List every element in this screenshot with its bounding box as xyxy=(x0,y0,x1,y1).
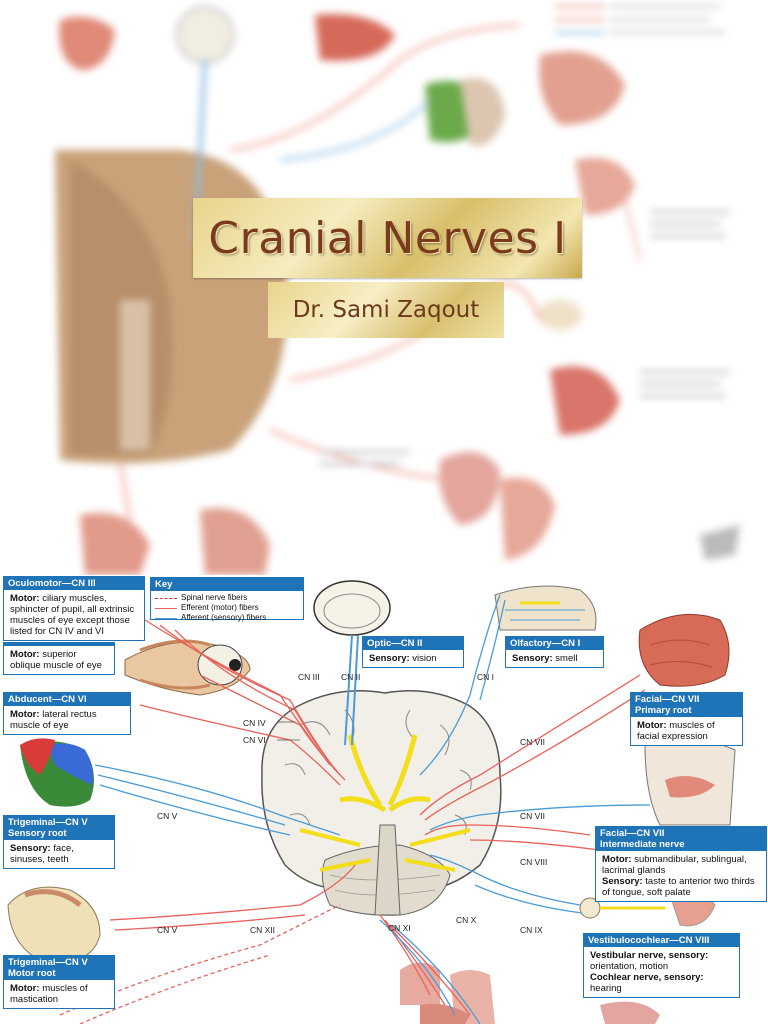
tag-cn-x: CN X xyxy=(456,915,477,925)
facial-primary-subtitle: Primary root xyxy=(635,705,692,716)
abducent-title: Abducent—CN VI xyxy=(4,693,130,706)
brain-illustration xyxy=(261,689,502,916)
optic-label: Optic—CN II Sensory: vision xyxy=(362,636,464,668)
trigeminal-sensory-label: Trigeminal—CN V Sensory root Sensory: fa… xyxy=(3,815,115,869)
title-banner: Cranial Nerves I xyxy=(193,198,582,278)
facial-intermediate-subtitle: Intermediate nerve xyxy=(600,839,685,850)
vestibulocochlear-role2: Cochlear nerve, sensory: xyxy=(590,972,704,983)
nasal-cavity-illustration xyxy=(494,585,597,631)
tag-cn-v-sensory: CN V xyxy=(157,811,178,821)
tag-cn-iii: CN III xyxy=(298,672,320,682)
oral-cavity-illustration xyxy=(644,738,736,826)
olfactory-role: Sensory: xyxy=(512,653,553,664)
trochlear-role: Motor: xyxy=(10,649,40,660)
facial-primary-text: muscles of facial expression xyxy=(637,720,715,742)
trigeminal-motor-title: Trigeminal—CN V xyxy=(8,957,88,968)
diagram-key: Key Spinal nerve fibers Efferent (motor)… xyxy=(150,577,304,623)
trigeminal-sensory-header: Trigeminal—CN V Sensory root xyxy=(4,816,114,840)
vestibulocochlear-label: Vestibulocochlear—CN VIII Vestibular ner… xyxy=(583,933,740,998)
trigeminal-motor-text: muscles of mastication xyxy=(10,983,88,1005)
abducent-role: Motor: xyxy=(10,709,40,720)
sensory-fiber-lines xyxy=(94,594,651,1024)
oculomotor-label: Oculomotor—CN III Motor: ciliary muscles… xyxy=(3,576,145,641)
tag-cn-i: CN I xyxy=(477,672,494,682)
trigeminal-sensory-role: Sensory: xyxy=(10,843,51,854)
olfactory-title: Olfactory—CN I xyxy=(506,637,603,650)
tag-cn-xi: CN XI xyxy=(388,923,411,933)
facial-primary-role: Motor: xyxy=(637,720,667,731)
optic-text: vision xyxy=(412,653,437,664)
tag-cn-vii-primary: CN VII xyxy=(520,737,546,747)
slide-title: Cranial Nerves I xyxy=(208,212,567,264)
key-header: Key xyxy=(151,578,303,591)
tag-cn-ii: CN II xyxy=(341,672,361,682)
cranial-nerves-diagram: Key Spinal nerve fibers Efferent (motor)… xyxy=(0,575,768,1024)
tag-cn-xii: CN XII xyxy=(250,925,276,935)
eye-illustration xyxy=(313,580,391,746)
dashed-line-swatch xyxy=(155,597,177,599)
trigeminal-motor-label: Trigeminal—CN V Motor root Motor: muscle… xyxy=(3,955,115,1009)
blue-line-swatch xyxy=(155,617,177,619)
trigeminal-face-illustration xyxy=(20,738,94,807)
facial-intermediate-role: Motor: xyxy=(602,854,632,865)
key-label-afferent: Afferent (sensory) fibers xyxy=(181,613,267,622)
trigeminal-motor-role: Motor: xyxy=(10,983,40,994)
tag-cn-ix: CN IX xyxy=(520,925,543,935)
key-item-spinal: Spinal nerve fibers xyxy=(151,593,303,603)
facial-primary-title: Facial—CN VII xyxy=(635,694,700,705)
vestibulocochlear-text: orientation, motion xyxy=(590,961,669,972)
optic-title: Optic—CN II xyxy=(363,637,463,650)
key-label-spinal: Spinal nerve fibers xyxy=(181,593,248,602)
tag-cn-viii: CN VIII xyxy=(520,857,548,867)
oculomotor-title: Oculomotor—CN III xyxy=(4,577,144,590)
facial-intermediate-header: Facial—CN VII Intermediate nerve xyxy=(596,827,766,851)
subtitle-banner: Dr. Sami Zaqout xyxy=(268,282,504,338)
olfactory-label: Olfactory—CN I Sensory: smell xyxy=(505,636,604,668)
trigeminal-motor-subtitle: Motor root xyxy=(8,968,56,979)
trochlear-text: superior oblique muscle of eye xyxy=(10,649,102,671)
facial-primary-label: Facial—CN VII Primary root Motor: muscle… xyxy=(630,692,743,746)
background-illustration xyxy=(55,5,740,575)
facial-primary-header: Facial—CN VII Primary root xyxy=(631,693,742,717)
tag-cn-vii-intermediate: CN VII xyxy=(520,811,546,821)
abducent-text: lateral rectus muscle of eye xyxy=(10,709,97,731)
trochlear-label: Motor: superior oblique muscle of eye xyxy=(3,642,115,675)
tag-cn-vi: CN VI xyxy=(243,735,266,745)
facial-muscles-head-illustration xyxy=(638,613,730,687)
red-line-swatch xyxy=(155,607,177,609)
facial-intermediate-label: Facial—CN VII Intermediate nerve Motor: … xyxy=(595,826,767,902)
key-label-efferent: Efferent (motor) fibers xyxy=(181,603,259,612)
trigeminal-motor-header: Trigeminal—CN V Motor root xyxy=(4,956,114,980)
vestibulocochlear-title: Vestibulocochlear—CN VIII xyxy=(584,934,739,947)
facial-intermediate-text: submandibular, sublingual, lacrimal glan… xyxy=(602,854,747,876)
author-name: Dr. Sami Zaqout xyxy=(292,297,480,323)
optic-role: Sensory: xyxy=(369,653,410,664)
trigeminal-sensory-title: Trigeminal—CN V xyxy=(8,817,88,828)
tag-cn-v-motor: CN V xyxy=(157,925,178,935)
eye-muscles-illustration xyxy=(124,639,251,696)
olfactory-text: smell xyxy=(555,653,578,664)
oculomotor-role: Motor: xyxy=(10,593,40,604)
vestibulocochlear-text2: hearing xyxy=(590,983,622,994)
facial-intermediate-text2: taste to anterior two thirds of tongue, … xyxy=(602,876,755,898)
trigeminal-sensory-text: face, sinuses, teeth xyxy=(10,843,74,865)
oculomotor-text: ciliary muscles, sphincter of pupil, all… xyxy=(10,593,135,637)
trigeminal-sensory-subtitle: Sensory root xyxy=(8,828,67,839)
tag-cn-iv: CN IV xyxy=(243,718,266,728)
facial-intermediate-role2: Sensory: xyxy=(602,876,643,887)
vestibulocochlear-role: Vestibular nerve, sensory: xyxy=(590,950,709,961)
facial-intermediate-title: Facial—CN VII xyxy=(600,828,665,839)
trochlear-title-strip xyxy=(4,643,114,646)
skull-illustration xyxy=(7,886,101,961)
key-item-efferent: Efferent (motor) fibers xyxy=(151,603,303,613)
key-item-afferent: Afferent (sensory) fibers xyxy=(151,613,303,623)
abducent-label: Abducent—CN VI Motor: lateral rectus mus… xyxy=(3,692,131,735)
motor-fiber-lines xyxy=(59,619,646,1024)
